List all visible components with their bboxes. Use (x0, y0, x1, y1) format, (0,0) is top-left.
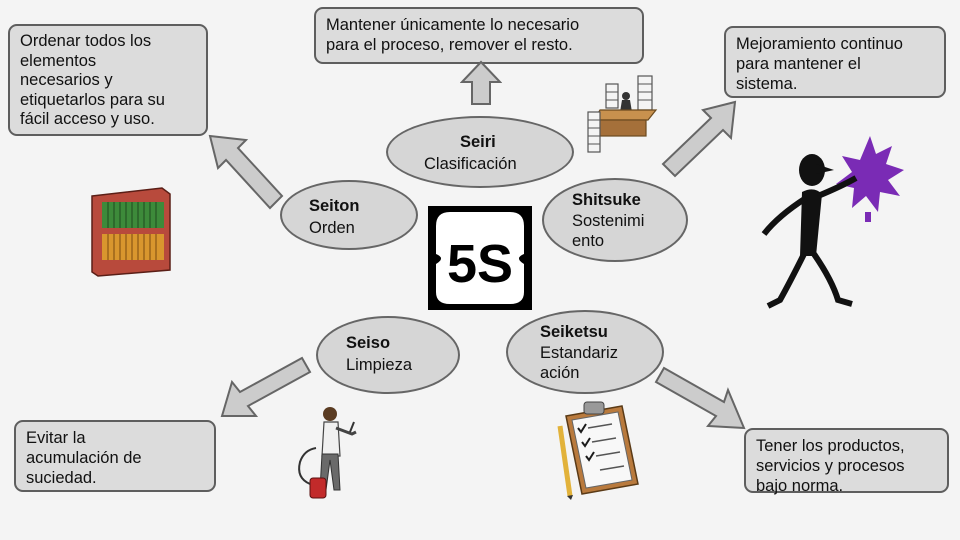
seiton-arrow-icon (208, 134, 284, 210)
seiri-oval: Seiri Clasificación (386, 116, 574, 188)
shitsuke-subtitle: Sostenimi ento (572, 212, 645, 250)
shitsuke-description-box: Mejoramiento continuo para mantener el s… (724, 26, 946, 98)
shitsuke-name: Shitsuke (572, 191, 641, 209)
bookshelf-icon (91, 187, 171, 277)
seiri-arrow-icon (460, 60, 502, 105)
seiketsu-description-box: Tener los productos, servicios y proceso… (744, 428, 949, 495)
seiri-name: Seiri (460, 133, 496, 151)
seiton-name: Seiton (309, 197, 360, 215)
seiso-oval: Seiso Limpieza (316, 316, 460, 394)
seiton-subtitle: Orden (309, 219, 355, 237)
seiketsu-subtitle: Estandariz ación (540, 344, 618, 382)
seiton-oval: Seiton Orden (280, 180, 418, 250)
seiso-name: Seiso (346, 334, 391, 352)
five-s-sign-icon: 5S (428, 206, 532, 310)
shitsuke-arrow-icon (661, 100, 737, 178)
seiketsu-oval: Seiketsu Estandariz ación (506, 310, 664, 394)
seiri-description-box: Mantener únicamente lo necesario para el… (314, 7, 644, 64)
award-figure-icon (761, 136, 904, 309)
seiketsu-name: Seiketsu (540, 323, 608, 341)
seiso-subtitle: Limpieza (346, 356, 413, 374)
seiketsu-arrow-icon (654, 366, 746, 430)
seiso-description-box: Evitar la acumulación de suciedad. (14, 420, 216, 492)
seiso-arrow-icon (220, 356, 312, 417)
seiri-subtitle: Clasificación (424, 155, 517, 173)
clipboard-checklist-icon (557, 401, 639, 500)
center-label: 5S (447, 234, 513, 294)
seiton-description-box: Ordenar todos los elementos necesarios y… (8, 24, 208, 136)
shitsuke-oval: Shitsuke Sostenimi ento (542, 178, 688, 262)
office-desk-icon (587, 75, 658, 153)
vacuum-cleaner-icon (298, 407, 357, 499)
